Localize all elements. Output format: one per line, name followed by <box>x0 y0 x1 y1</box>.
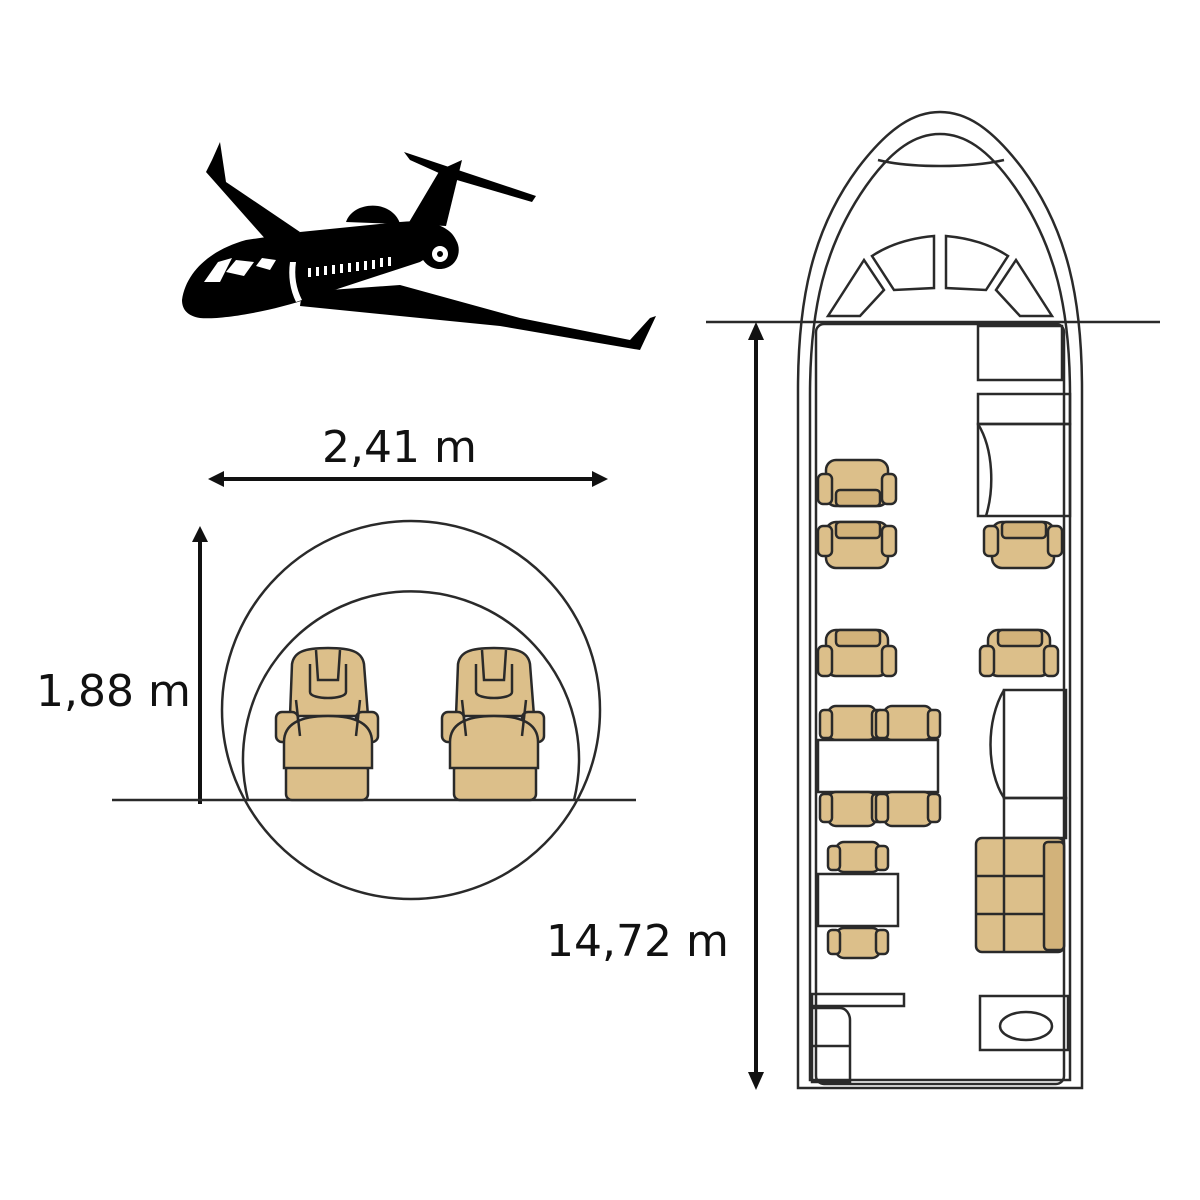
cross-section-seat-left <box>274 646 380 802</box>
aft-lavatory <box>810 992 1070 1084</box>
club-seat <box>982 520 1064 570</box>
cabin-height-label: 1,88 m <box>36 666 191 717</box>
business-jet-silhouette-icon <box>182 142 656 350</box>
mid-cabinet <box>989 688 1068 840</box>
club-seat <box>978 628 1060 678</box>
forward-galley <box>976 324 1072 518</box>
side-table <box>816 872 900 928</box>
club-seat <box>816 628 898 678</box>
divan-sofa <box>974 836 1066 954</box>
cabin-width-label: 2,41 m <box>322 422 477 473</box>
width-dimension-arrow <box>208 471 608 487</box>
dining-table <box>816 738 940 794</box>
fuselage-cross-section <box>112 519 636 901</box>
club-seat <box>816 520 898 570</box>
floor-plan-fuselage <box>796 110 1084 1090</box>
small-table-group <box>816 840 900 960</box>
cross-section-seat-right <box>440 646 546 802</box>
club-seat <box>816 458 898 508</box>
length-dimension-arrow <box>706 320 1160 1090</box>
dining-group <box>816 704 942 828</box>
jet-windows <box>204 246 448 302</box>
cabin-length-label: 14,72 m <box>546 916 729 967</box>
height-dimension-arrow <box>192 526 208 804</box>
